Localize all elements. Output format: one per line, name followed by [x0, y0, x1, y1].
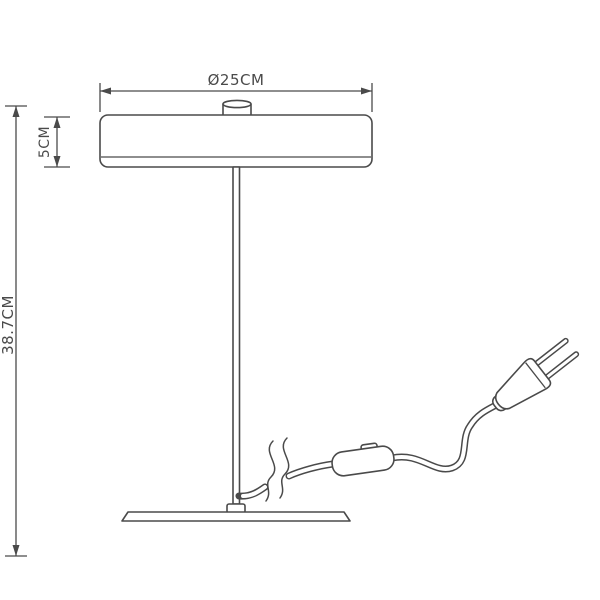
shade-height-dimension-label: 5CM — [37, 126, 53, 158]
dimension-arrow — [12, 106, 20, 117]
diameter-dimension-label: Ø25CM — [208, 71, 265, 89]
total-height-dimension-label: 38.7CM — [0, 295, 17, 355]
plug-face-line — [525, 362, 546, 389]
switch-body — [331, 445, 395, 477]
break-squiggle — [279, 437, 290, 499]
cord-segment-fill — [241, 485, 267, 498]
dimension-arrow — [361, 87, 372, 95]
dimension-arrow — [53, 156, 61, 167]
power-cord — [235, 399, 504, 500]
finial-top — [222, 99, 252, 109]
shade-height-dimension: 5CM — [37, 116, 70, 168]
dimension-arrow — [100, 87, 111, 95]
inline-switch — [331, 442, 395, 477]
power-plug — [491, 337, 580, 412]
break-squiggle — [265, 440, 276, 502]
total-height-dimension: 38.7CM — [0, 105, 27, 557]
dimension-arrow — [12, 545, 20, 556]
shade-body — [99, 114, 373, 168]
lamp-stem — [232, 166, 241, 505]
cord-break-symbol — [265, 437, 290, 502]
plug-prong-fill — [545, 352, 578, 379]
lamp-base — [121, 511, 351, 522]
lamp-finial — [222, 99, 252, 117]
lamp-shade — [99, 114, 373, 168]
plug-body — [494, 357, 552, 410]
diameter-dimension: Ø25CM — [99, 71, 373, 112]
cord-segment-fill — [287, 462, 335, 478]
plug-prong-fill — [535, 339, 568, 366]
cord-segment-fill — [390, 401, 502, 472]
dimension-arrow — [53, 117, 61, 128]
